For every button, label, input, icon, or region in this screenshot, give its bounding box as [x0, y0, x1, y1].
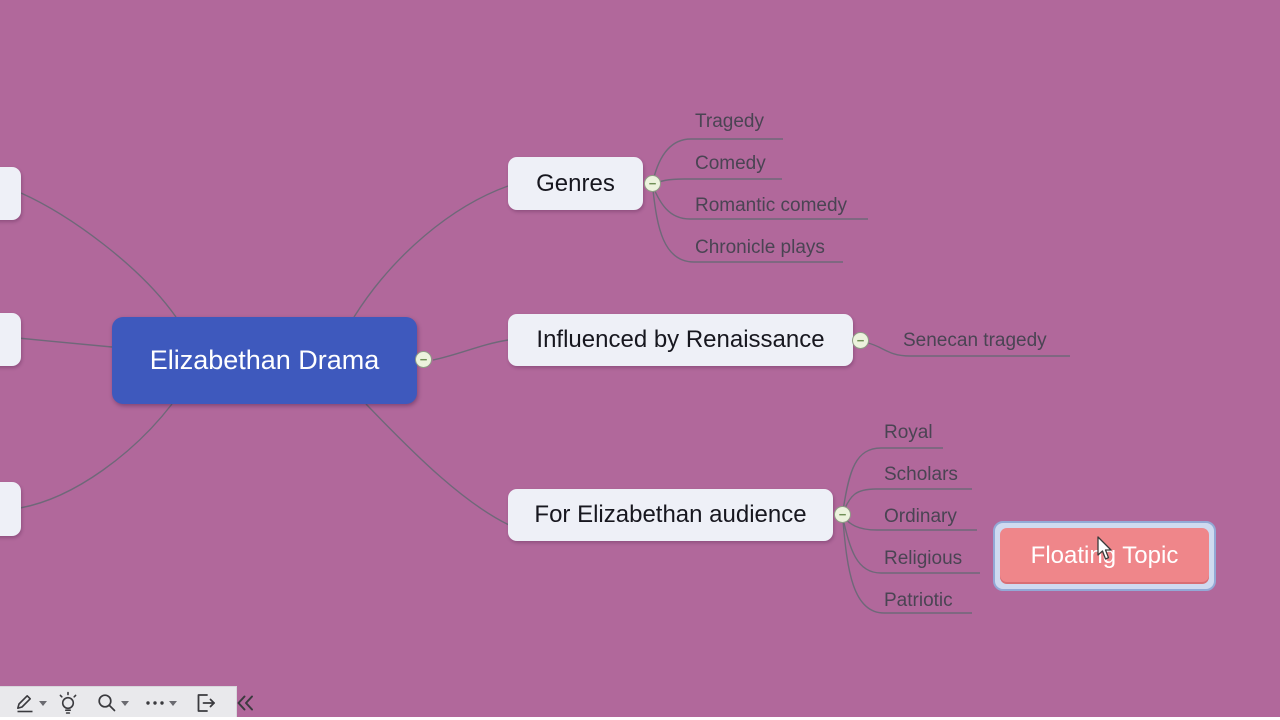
main-topic-influenced-by-renaissance[interactable]: Influenced by Renaissance — [508, 314, 853, 366]
subtopic-romantic-comedy[interactable]: Romantic comedy — [695, 195, 848, 216]
export-button[interactable] — [189, 689, 221, 717]
collapse-button-influenced[interactable]: − — [852, 332, 869, 349]
subtopic-chronicle-plays[interactable]: Chronicle plays — [695, 237, 825, 258]
idea-button[interactable] — [52, 689, 84, 717]
double-chevron-left-icon — [237, 695, 253, 710]
bottom-toolbar — [0, 686, 253, 718]
mouse-cursor — [1097, 536, 1112, 560]
left-offscreen-topic[interactable] — [0, 313, 21, 366]
pencil-icon — [17, 694, 33, 712]
subtopic-patriotic[interactable]: Patriotic — [884, 590, 953, 611]
zoom-button[interactable] — [92, 690, 132, 716]
more-options-button[interactable] — [140, 690, 180, 716]
bottom-edge-strip — [0, 717, 1280, 720]
subtopic-tragedy[interactable]: Tragedy — [695, 111, 764, 132]
subtopic-royal[interactable]: Royal — [884, 422, 933, 443]
dropdown-caret-icon — [169, 701, 177, 706]
ellipsis-icon — [146, 700, 164, 705]
main-topic-for-elizabethan-audience[interactable]: For Elizabethan audience — [508, 489, 833, 541]
collapse-button-audience[interactable]: − — [834, 506, 851, 523]
pen-tool-button[interactable] — [10, 690, 50, 716]
left-offscreen-topic[interactable] — [0, 482, 21, 536]
dropdown-caret-icon — [39, 701, 47, 706]
subtopic-comedy[interactable]: Comedy — [695, 153, 766, 174]
collapse-button-central[interactable]: − — [415, 351, 432, 368]
central-topic[interactable]: Elizabethan Drama — [112, 317, 417, 404]
subtopic-religious[interactable]: Religious — [884, 548, 963, 569]
subtopic-senecan-tragedy[interactable]: Senecan tragedy — [903, 330, 1047, 351]
main-topic-genres[interactable]: Genres — [508, 157, 643, 210]
subtopic-scholars[interactable]: Scholars — [884, 464, 958, 485]
subtopic-ordinary[interactable]: Ordinary — [884, 506, 957, 527]
dropdown-caret-icon — [121, 701, 129, 706]
collapse-toolbar-button[interactable] — [229, 689, 261, 717]
lightbulb-icon — [59, 691, 77, 714]
left-offscreen-topic[interactable] — [0, 167, 21, 220]
export-icon — [197, 693, 215, 712]
magnifier-icon — [98, 693, 116, 711]
collapse-button-genres[interactable]: − — [644, 175, 661, 192]
